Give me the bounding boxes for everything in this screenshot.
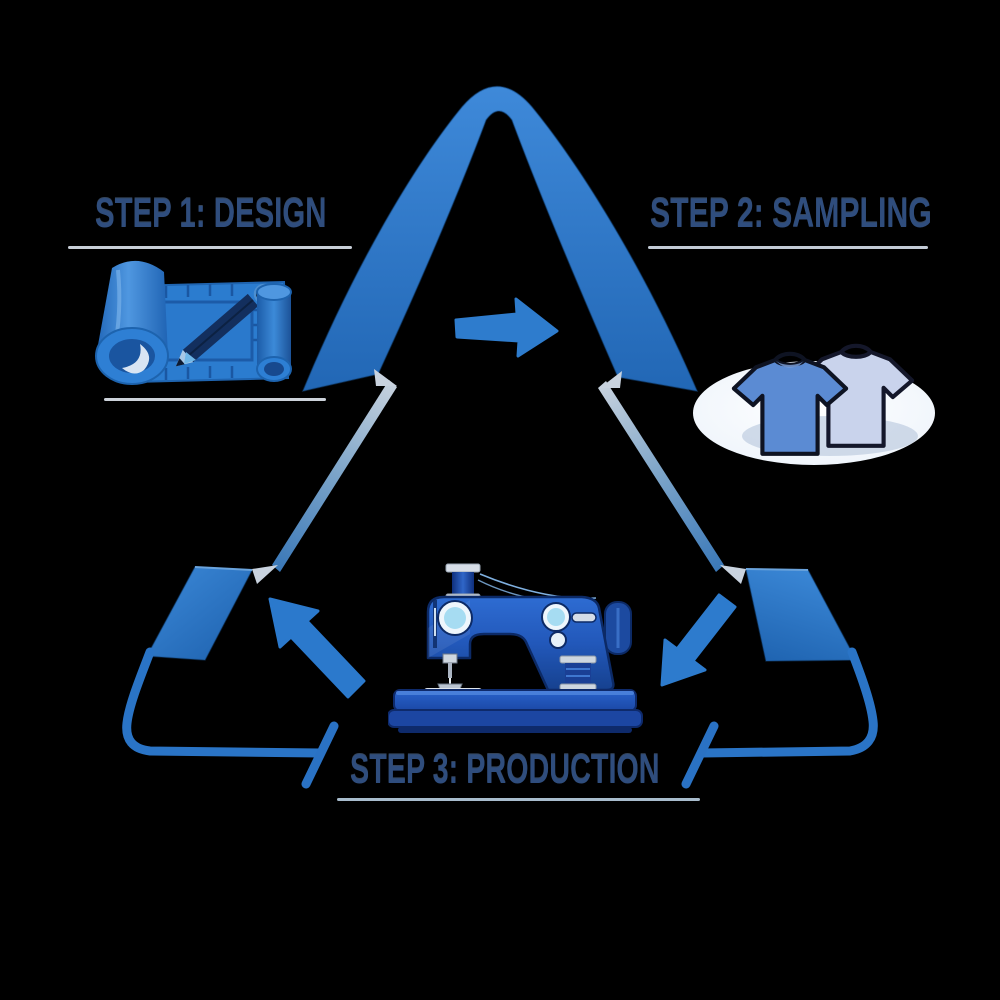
triangle-right-connector bbox=[598, 381, 724, 572]
shirt-front bbox=[731, 351, 849, 456]
thread-line-top bbox=[479, 573, 597, 600]
triangle-left-connector bbox=[272, 380, 397, 572]
triangle-bottom-right-slab bbox=[745, 568, 858, 662]
slab-right-highlight bbox=[745, 568, 809, 571]
wedge-left-band bbox=[374, 369, 397, 386]
bottom-gap-tick-right bbox=[681, 721, 719, 789]
blueprint-left-roll bbox=[95, 260, 169, 385]
t-shirts-icon bbox=[693, 343, 935, 465]
triangle-bottom-left-slab bbox=[145, 566, 254, 661]
sewing-machine-icon bbox=[388, 563, 643, 733]
arrow-right-icon bbox=[454, 297, 559, 358]
step2-underline bbox=[648, 246, 928, 249]
triangle-bottom-left-edge bbox=[122, 647, 325, 758]
bottom-gap-tick-left bbox=[301, 721, 339, 789]
step1-title: STEP 1: DESIGN bbox=[95, 189, 327, 236]
wedge-right-slab bbox=[720, 565, 746, 584]
step3-underline bbox=[337, 798, 700, 801]
step3-title: STEP 3: PRODUCTION bbox=[350, 745, 660, 792]
step2-title: STEP 2: SAMPLING bbox=[650, 189, 932, 236]
arrow-up-left-icon bbox=[268, 597, 366, 699]
tension-knob bbox=[437, 600, 473, 636]
step1-icon-baseline bbox=[104, 398, 326, 401]
triangle-apex-band bbox=[301, 85, 699, 393]
blueprint-pencil-icon bbox=[95, 260, 292, 385]
arrow-down-left-icon bbox=[660, 593, 737, 687]
stitch-selector-slot bbox=[571, 612, 597, 623]
blueprint-right-roll bbox=[256, 283, 292, 382]
wedge-left-slab bbox=[252, 565, 278, 584]
slab-left-highlight bbox=[194, 566, 253, 571]
thread-spool bbox=[445, 563, 481, 602]
wedge-right-band bbox=[600, 371, 622, 388]
machine-base bbox=[388, 689, 643, 733]
bobbin bbox=[559, 655, 597, 691]
stitch-knob-large bbox=[541, 602, 571, 632]
stitch-knob-small bbox=[549, 631, 567, 649]
needle-bar-slot-highlight bbox=[434, 608, 436, 636]
step1-underline bbox=[68, 246, 352, 249]
triangle-bottom-right-edge bbox=[697, 647, 878, 758]
pencil bbox=[175, 293, 259, 367]
